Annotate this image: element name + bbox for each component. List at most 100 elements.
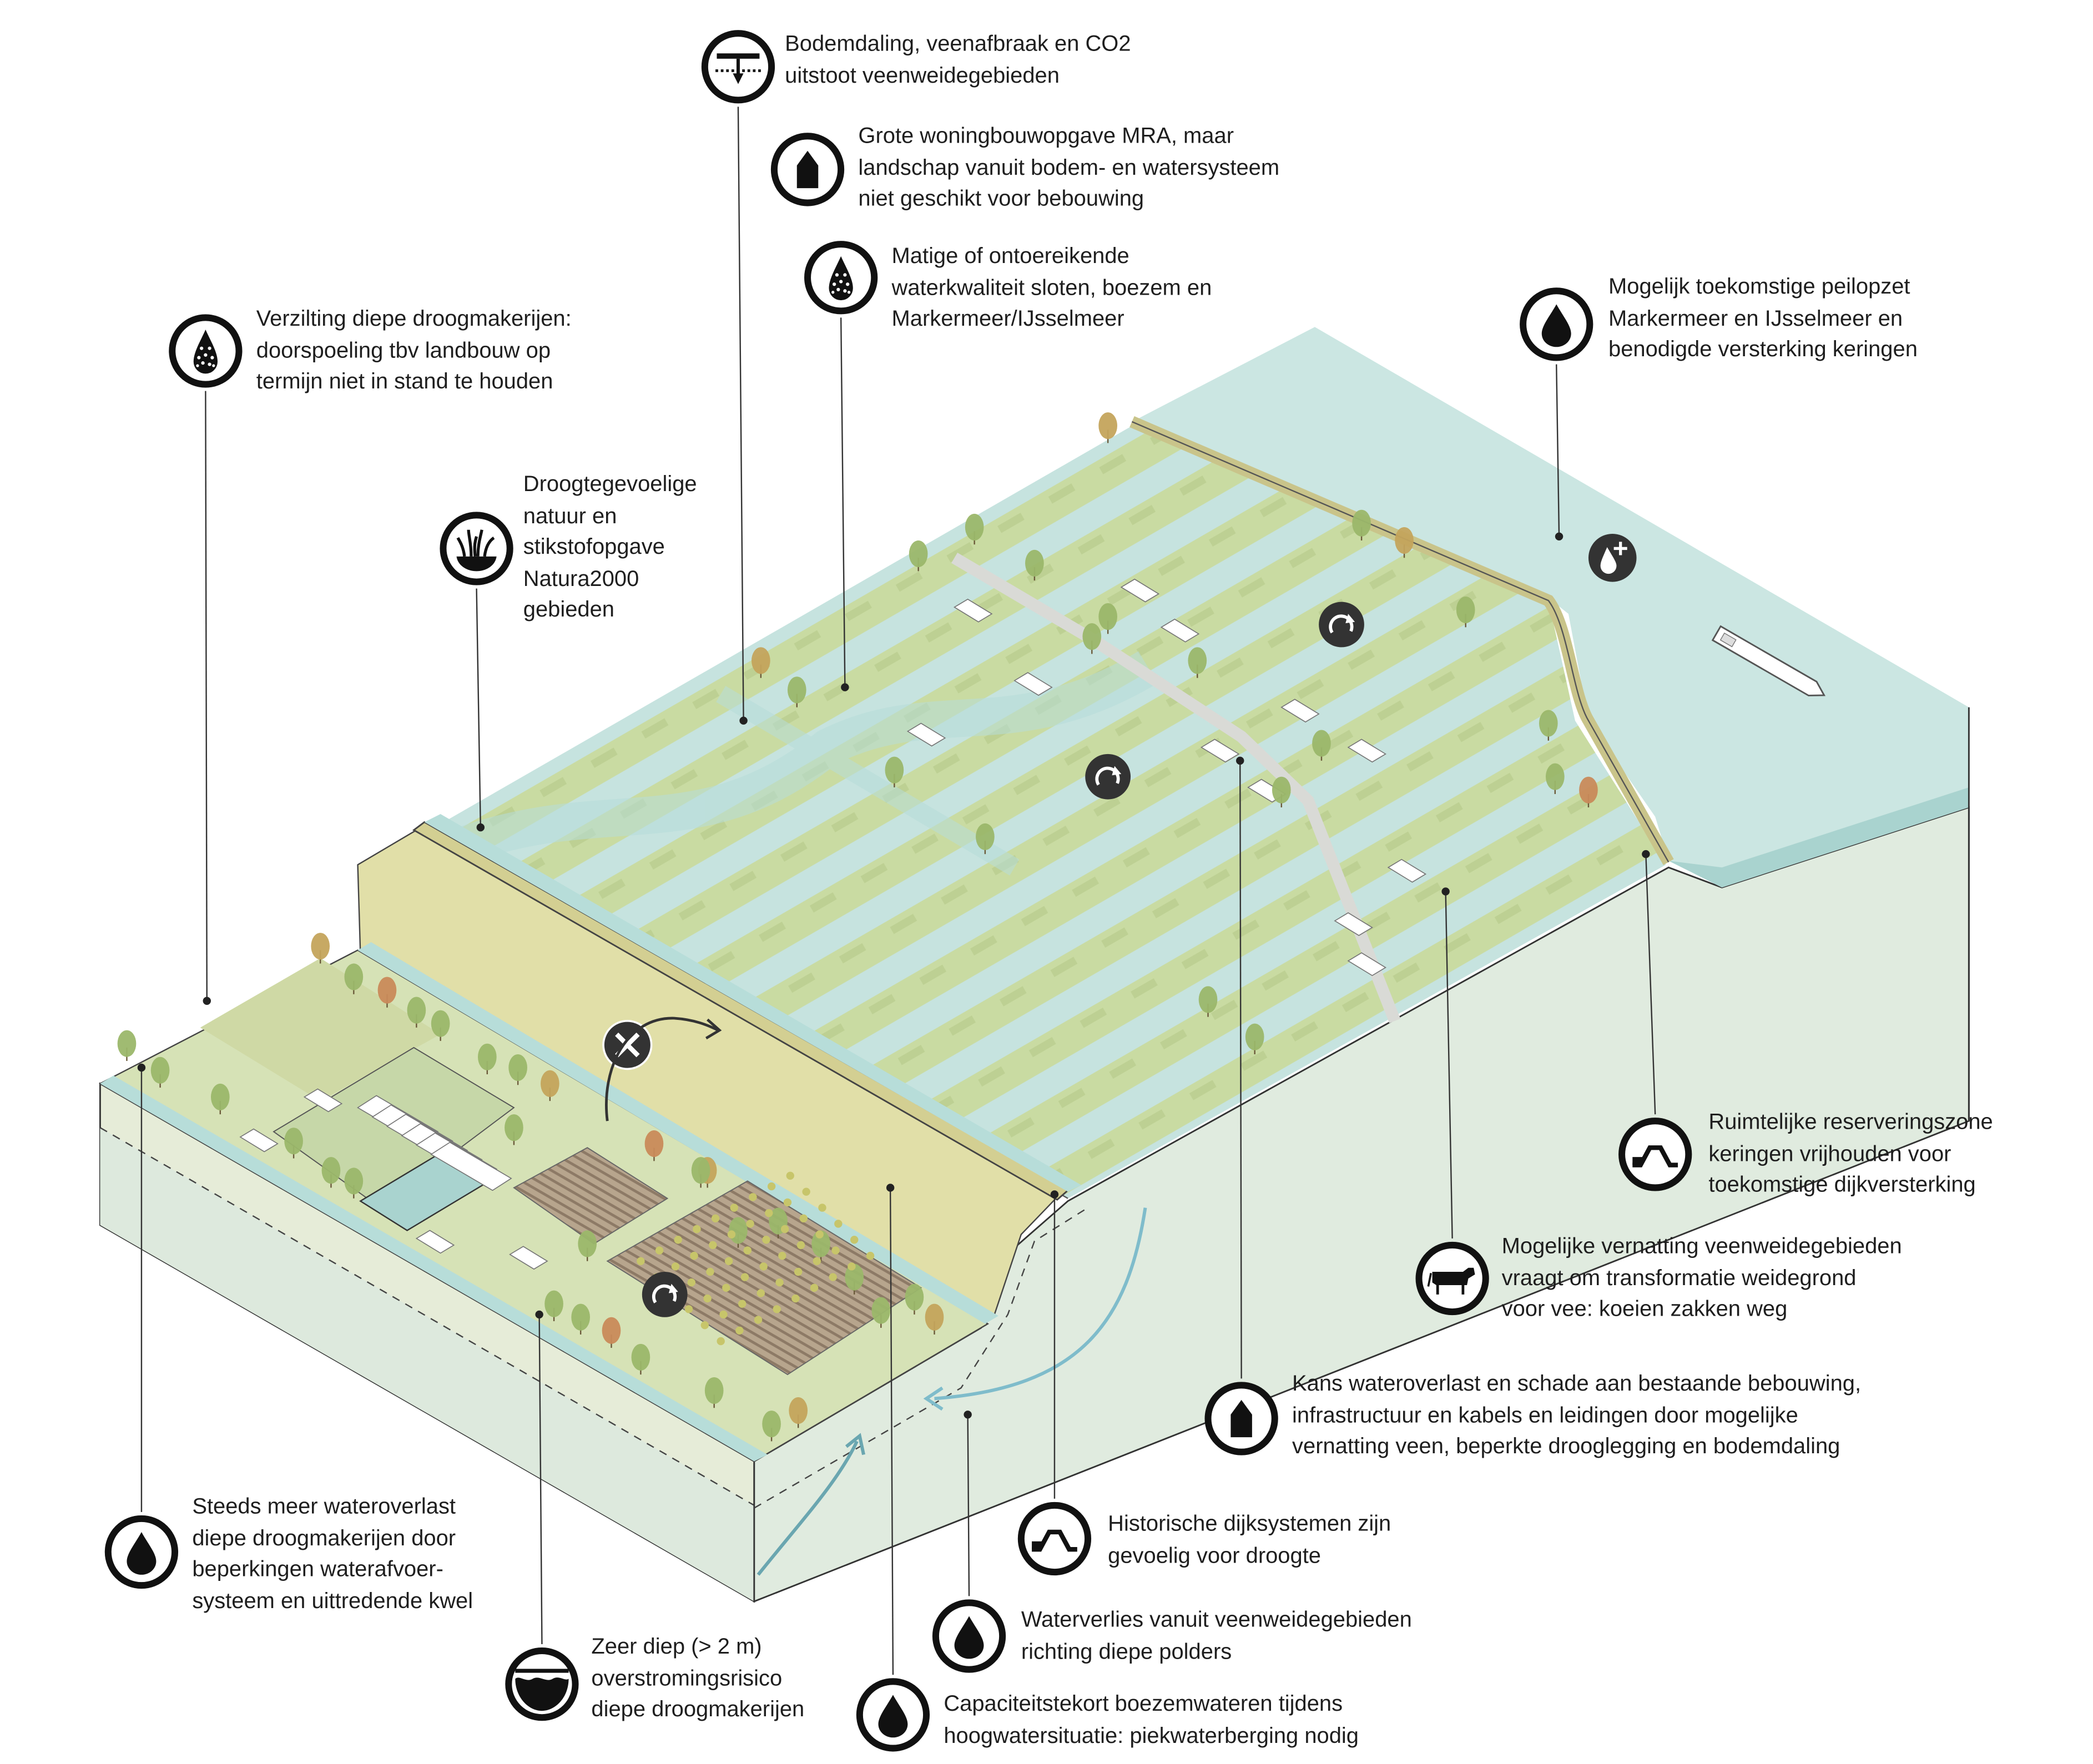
orchard-tree [637,1257,645,1265]
cow-icon [1419,1245,1486,1312]
orchard-tree [655,1246,664,1255]
tree [885,756,904,784]
orchard-tree [796,1241,805,1250]
annotation-line: Ruimtelijke reserveringszone [1708,1109,1993,1135]
rotate-icon[interactable] [642,1272,688,1317]
annotation-line: Waterverlies vanuit veenweidegebieden [1021,1606,1412,1632]
orchard-tree [703,1294,712,1303]
tree [871,1297,891,1324]
ship [1711,625,1826,696]
upward-seepage-arrow [756,1440,859,1576]
tree [1098,412,1117,439]
annotation-line: Markermeer/IJsselmeer [891,306,1124,331]
annotation-line: richting diepe polders [1021,1638,1232,1664]
dike-icon [1622,1121,1688,1187]
orchard-tree [783,1198,792,1207]
annotation-line: vernatting veen, beperkte drooglegging e… [1292,1433,1840,1459]
annotation-line: diepe droogmakerijen [591,1696,805,1722]
house-icon [1208,1385,1275,1452]
annotation-line: uitstoot veenweidegebieden [785,62,1060,88]
orchard-tree [690,1251,698,1260]
blocked-icon[interactable] [602,1020,653,1070]
leader-dot [964,1411,972,1419]
tree [150,1057,170,1084]
leader-lines [137,107,1656,1675]
orchard-tree [700,1321,709,1330]
annotation-line: vraagt om transformatie weidegrond [1501,1264,1857,1290]
annotation-line: Mogelijke vernatting veenweidegebieden [1501,1233,1902,1258]
rotate-icon[interactable] [1319,602,1364,648]
greenhouses [239,578,1427,1270]
arable-field [513,1147,669,1245]
seepage-arrow [934,1207,1147,1401]
tree [578,1230,597,1257]
orchard-tree [794,1267,803,1276]
tree [1188,647,1207,674]
building [239,1128,279,1153]
tree [284,1128,303,1155]
tree [631,1343,650,1371]
leader-dot [535,1310,543,1319]
annotation-label: Waterverlies vanuit veenweidegebieden ric… [1021,1604,1412,1667]
orchard-tree [813,1257,821,1265]
tree [905,1283,924,1311]
drop-icon [108,1519,175,1585]
dotted-drop-icon [808,244,874,311]
tree [976,823,995,850]
tree [729,1217,748,1244]
orchard-tree [738,1300,747,1308]
orchard-tree [746,1220,754,1228]
tree [1245,1023,1264,1050]
orchard-tree [799,1214,808,1222]
subsidence-icon [705,33,771,100]
drop-plus-icon[interactable] [1588,534,1637,582]
annotation-line: Verzilting diepe droogmakerijen: [256,305,572,331]
orchard-tree [834,1220,843,1228]
annotation-line: landschap vanuit bodem- en watersysteem [858,154,1280,180]
tree [321,1157,341,1184]
dotted-drop-icon [172,317,239,384]
orchard-tree [818,1204,826,1212]
annotation-line: niet geschikt voor bebouwing [858,185,1144,211]
rotate-icon[interactable] [1085,754,1131,800]
orchard-tree [848,1262,856,1271]
annotation-line: benodigde versterking keringen [1608,336,1918,362]
tree [704,1377,724,1404]
tree [407,997,426,1024]
tree [845,1263,864,1291]
tree [1082,623,1102,650]
annotation-line: infrastructuur en kabels en leidingen do… [1292,1402,1798,1428]
building [1387,858,1427,883]
orchard-tree [724,1257,733,1265]
annotation-line: Historische dijksystemen zijn [1108,1510,1391,1536]
orchard-tree [706,1267,714,1276]
building [1013,672,1053,696]
orchard-tree [831,1246,840,1255]
annotation-line: diepe droogmakerijen door [192,1524,456,1550]
orchard-tree [829,1273,837,1281]
leader-line [476,588,482,828]
tree [377,977,397,1004]
boezem-canal [424,814,1082,1192]
annotation-line: gebieden [523,597,615,623]
annotation-line: Kans wateroverlast en schade aan bestaan… [1292,1370,1862,1396]
tree [925,1303,944,1331]
orchard-tree [711,1214,720,1222]
road [951,552,1401,1023]
tree [1352,509,1371,537]
tree [311,933,330,960]
leader-line [1239,760,1242,1379]
annotation-line: systeem en uittredende kwel [192,1588,473,1614]
annotation-line: overstromingsrisico [591,1665,783,1691]
leader-dot [1441,887,1450,896]
orchard-tree [684,1305,693,1313]
trees [117,412,1598,1442]
leader-line [1445,891,1453,1239]
building [1280,699,1320,723]
orchard-tree [722,1283,730,1292]
